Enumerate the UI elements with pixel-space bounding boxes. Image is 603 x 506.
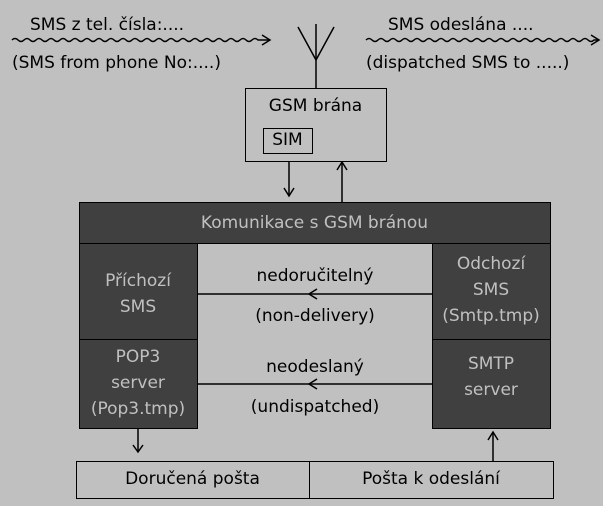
pop3-server-line2: server: [111, 373, 165, 393]
antenna-icon: [297, 24, 335, 88]
smtp-server-box: SMTP server: [432, 339, 551, 429]
sms-from-label-en: (SMS from phone No:....): [12, 53, 221, 73]
outgoing-sms-box: Odchozí SMS (Smtp.tmp): [432, 243, 551, 340]
non-delivery-label: nedoručitelný: [256, 266, 374, 286]
sms-sent-label: SMS odeslána ....: [388, 15, 534, 35]
delivered-mail-label: Doručená pošta: [125, 469, 260, 489]
smtp-server-line2: server: [464, 380, 518, 400]
smtp-server-line1: SMTP: [467, 354, 515, 374]
gateway-down-arrow: [283, 162, 295, 198]
wavy-arrow-incoming-head: [261, 34, 272, 46]
gsm-communication-title: Komunikace s GSM bránou: [200, 213, 429, 233]
non-delivery-arrow: [197, 288, 433, 300]
sms-sent-label-en: (dispatched SMS to .....): [366, 53, 570, 73]
wavy-arrow-outgoing: [365, 37, 598, 43]
outgoing-sms-line1: Odchozí: [456, 254, 526, 274]
outgoing-sms-line2: SMS: [472, 280, 510, 300]
gsm-gateway-box: GSM brána SIM: [245, 88, 387, 162]
non-delivery-label-en: (non-delivery): [255, 306, 375, 326]
undispatched-label-en: (undispatched): [250, 397, 380, 417]
sms-from-label: SMS z tel. čísla:....: [30, 15, 185, 35]
smtp-up-arrow: [487, 430, 499, 462]
outgoing-sms-line3: (Smtp.tmp): [442, 306, 540, 326]
incoming-sms-box: Příchozí SMS: [79, 243, 198, 340]
gsm-gateway-title: GSM brána: [268, 96, 363, 116]
wavy-arrow-incoming: [11, 37, 270, 43]
outgoing-mail-label: Pošta k odeslání: [362, 469, 500, 489]
gsm-communication-bar: Komunikace s GSM bránou: [79, 202, 551, 244]
wavy-arrow-outgoing-head: [590, 34, 601, 46]
undispatched-label: neodeslaný: [266, 357, 364, 377]
pop3-server-line1: POP3: [115, 347, 161, 367]
incoming-sms-line2: SMS: [119, 297, 157, 317]
pop3-down-arrow: [132, 429, 144, 454]
pop3-server-line3: (Pop3.tmp): [90, 399, 186, 419]
sim-box: SIM: [263, 128, 313, 154]
incoming-sms-line1: Příchozí: [105, 271, 171, 291]
gateway-up-arrow: [336, 160, 348, 202]
delivered-mail-box: Doručená pošta: [76, 461, 310, 499]
undispatched-arrow: [197, 378, 433, 390]
sim-label: SIM: [272, 130, 303, 150]
outgoing-mail-box: Pošta k odeslání: [309, 461, 554, 499]
pop3-server-box: POP3 server (Pop3.tmp): [79, 339, 198, 429]
